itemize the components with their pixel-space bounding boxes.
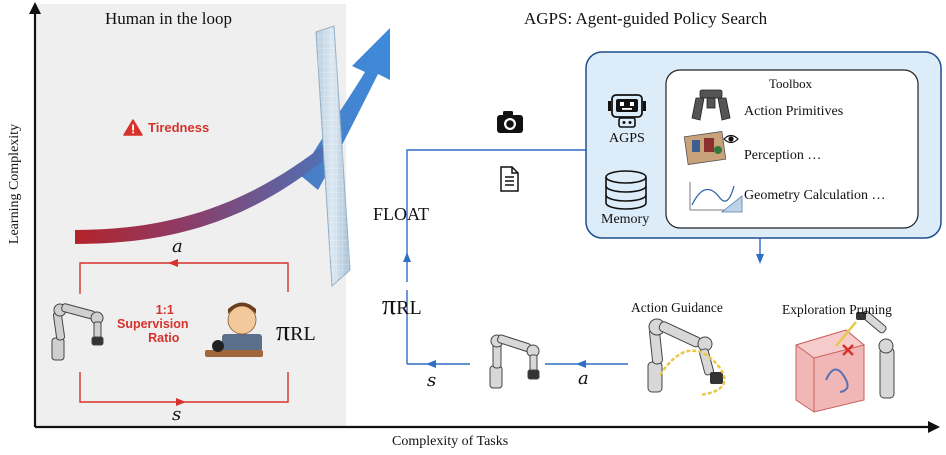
eye-icon bbox=[723, 134, 739, 144]
human-operator-icon bbox=[205, 302, 263, 357]
gripper-icon bbox=[691, 89, 731, 121]
right-action-symbol: a bbox=[578, 368, 589, 389]
agps-loop-lines bbox=[403, 149, 764, 368]
supervision-ratio-label: 1:1 Supervision Ratio bbox=[117, 303, 189, 345]
left-state-symbol: s bbox=[172, 404, 182, 425]
tiredness-label: Tiredness bbox=[148, 120, 210, 135]
supervision-line-2: Supervision bbox=[117, 317, 189, 331]
axes bbox=[29, 2, 940, 433]
complexity-curve bbox=[75, 140, 330, 244]
human-loop-lines bbox=[79, 259, 289, 406]
exploration-pruning-image bbox=[795, 310, 895, 413]
left-policy-sub: RL bbox=[290, 323, 316, 345]
right-policy-symbol: π bbox=[382, 290, 397, 321]
agps-title: AGPS: Agent-guided Policy Search bbox=[524, 9, 768, 28]
human-loop-title: Human in the loop bbox=[105, 9, 233, 28]
action-guidance-label: Action Guidance bbox=[631, 300, 723, 315]
right-policy-sub: RL bbox=[396, 297, 422, 319]
document-icon bbox=[500, 166, 519, 192]
left-action-symbol: a bbox=[172, 236, 183, 257]
y-axis-label: Learning Complexity bbox=[7, 123, 22, 245]
action-guidance-image bbox=[647, 318, 726, 397]
supervision-line-1: 1:1 bbox=[155, 303, 174, 317]
exploration-pruning-label: Exploration Pruning bbox=[782, 302, 892, 317]
float-label: FLOAT bbox=[373, 204, 430, 224]
left-policy-symbol: π bbox=[276, 316, 291, 347]
database-icon bbox=[605, 170, 647, 210]
agps-label: AGPS bbox=[609, 131, 645, 146]
right-state-symbol: s bbox=[427, 370, 437, 391]
tool-geometry-calculation: Geometry Calculation … bbox=[744, 188, 886, 203]
left-policy-label: πRL bbox=[276, 316, 316, 348]
perception-image bbox=[683, 131, 727, 165]
warning-icon bbox=[123, 119, 143, 136]
tool-action-primitives: Action Primitives bbox=[744, 104, 844, 119]
toolbox-box bbox=[665, 69, 919, 229]
x-axis-label: Complexity of Tasks bbox=[392, 434, 509, 449]
robot-arm-icon bbox=[51, 303, 104, 361]
robot-arm-icon bbox=[489, 334, 540, 389]
toolbox-title: Toolbox bbox=[769, 76, 813, 91]
camera-icon bbox=[497, 111, 523, 133]
right-policy-label: πRL bbox=[382, 290, 422, 322]
compass-icon bbox=[689, 182, 743, 213]
memory-label: Memory bbox=[601, 212, 650, 227]
glass-barrier bbox=[315, 25, 351, 288]
tool-perception: Perception … bbox=[744, 148, 822, 163]
supervision-line-3: Ratio bbox=[148, 331, 180, 345]
robot-face-icon bbox=[608, 94, 646, 128]
